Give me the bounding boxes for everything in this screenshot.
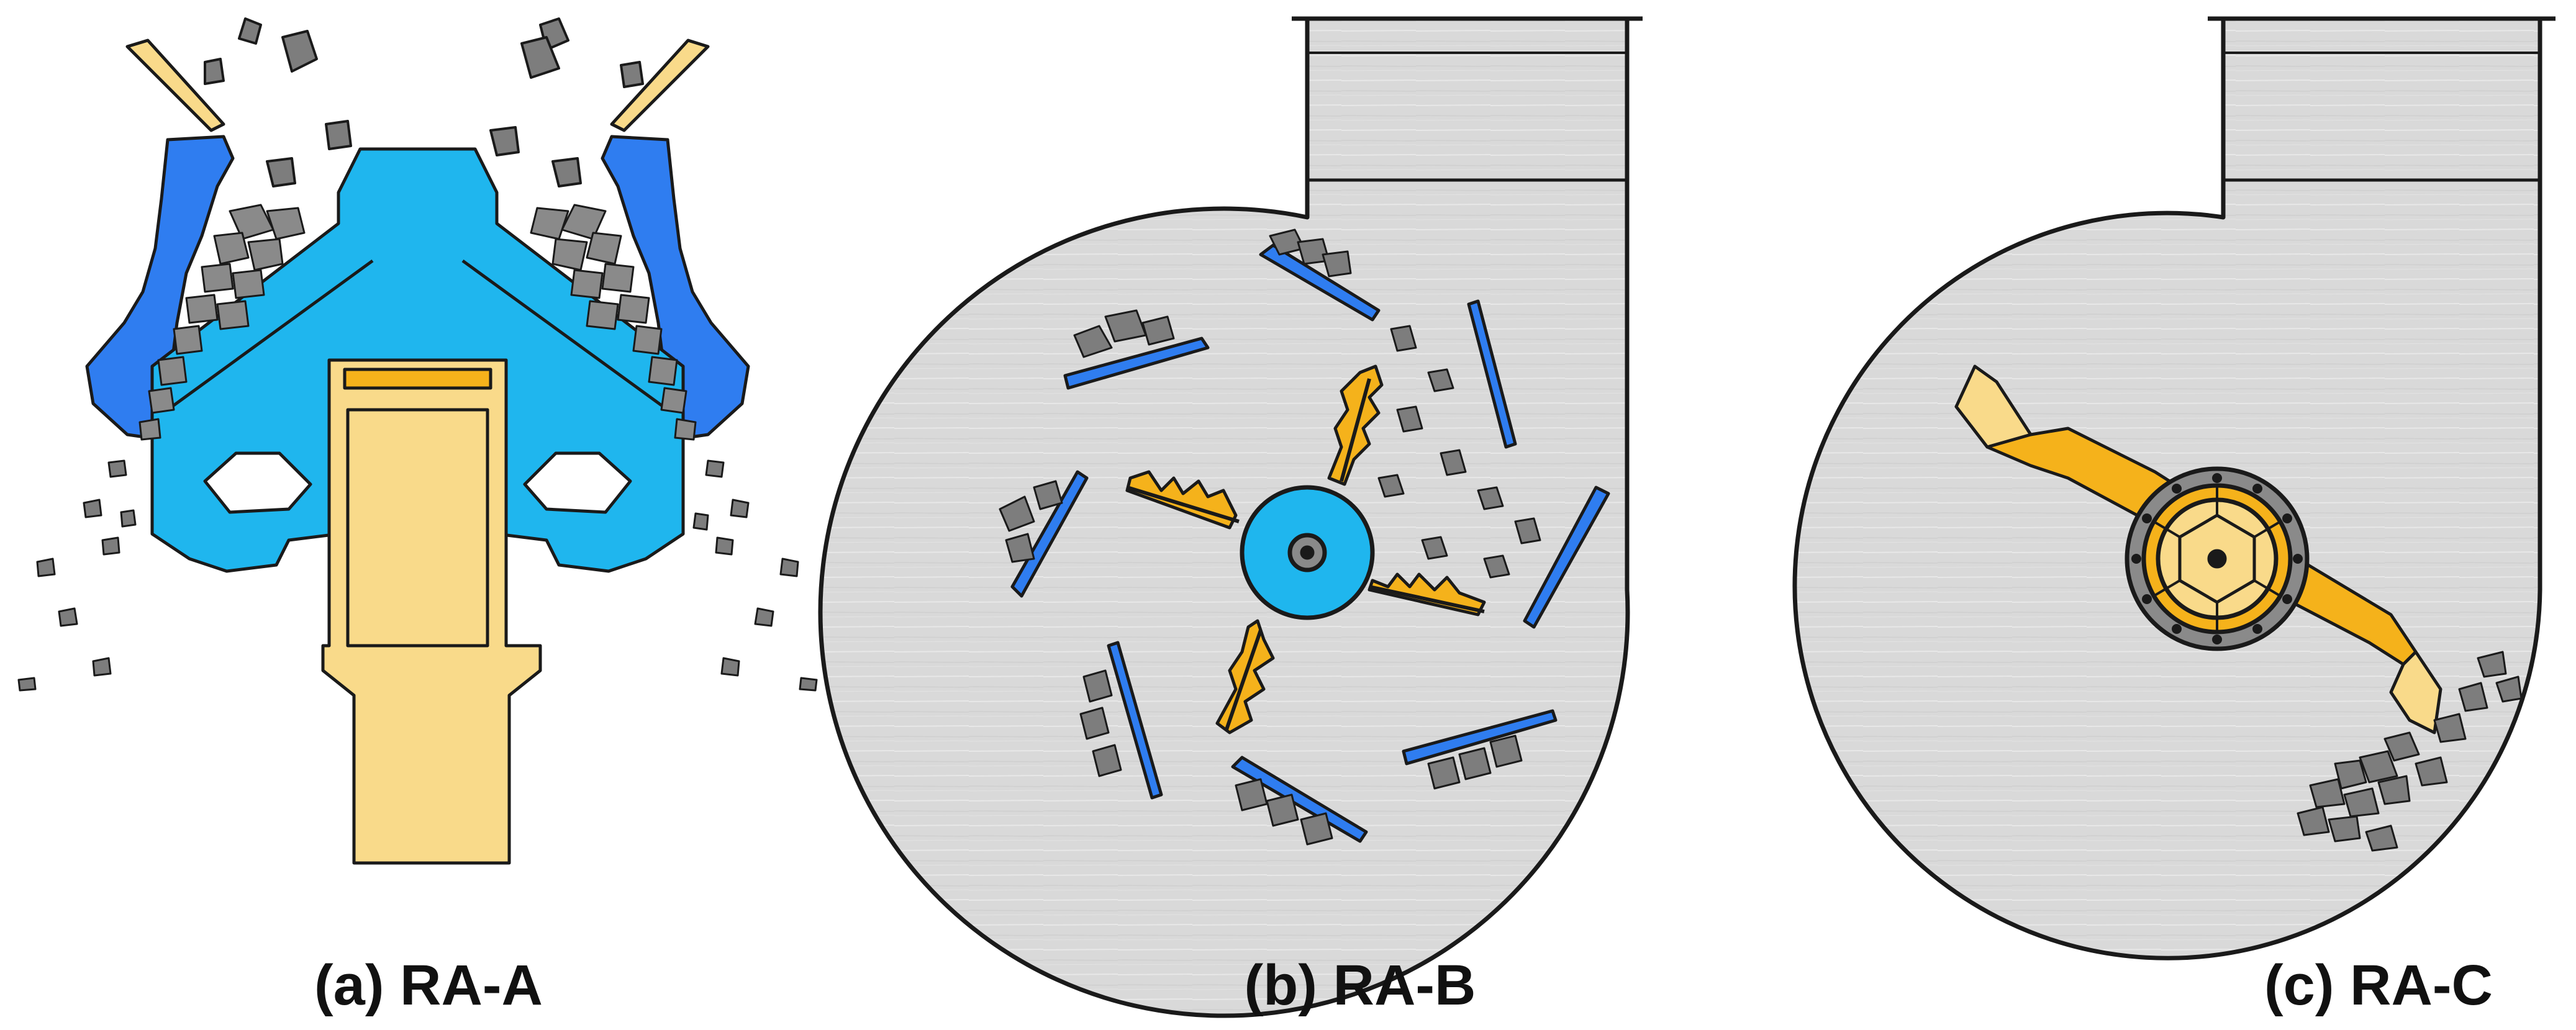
rotor-axle-center <box>1300 545 1315 560</box>
mantle-window-right <box>523 451 632 514</box>
panel-a-cone-crusher <box>17 17 818 865</box>
caption-b: (b) RA-B <box>1244 954 1476 1017</box>
hub-spokes <box>2152 486 2282 632</box>
rotor-tip-right <box>2389 650 2442 734</box>
hub-bolts <box>2131 473 2303 644</box>
left-feed-plate <box>125 38 225 132</box>
mantle-edge-right <box>461 259 669 412</box>
rock-pile-c <box>2297 651 2523 852</box>
shaft-collar <box>343 368 492 390</box>
rotor-tip-left <box>1954 364 2033 449</box>
hub-center <box>2207 549 2227 569</box>
mantle-edge-left <box>166 259 374 412</box>
rotor-arm-bars <box>1127 378 1485 730</box>
caption-a: (a) RA-A <box>314 954 543 1017</box>
caption-c: (c) RA-C <box>2264 954 2493 1017</box>
rock-bed-right <box>530 204 697 441</box>
shaft-sleeve <box>346 408 489 648</box>
rock-heaps-b <box>999 228 1541 846</box>
panel-c-rotor-crusher <box>1792 16 2556 960</box>
right-feed-plate <box>610 38 710 132</box>
impact-plates <box>1010 243 1610 843</box>
feed-rocks <box>204 17 644 187</box>
mantle-window-left <box>203 451 312 514</box>
panel-b-impact-crusher <box>818 16 1643 1018</box>
rock-bed-left <box>138 204 306 441</box>
discharge-rocks <box>17 459 818 692</box>
